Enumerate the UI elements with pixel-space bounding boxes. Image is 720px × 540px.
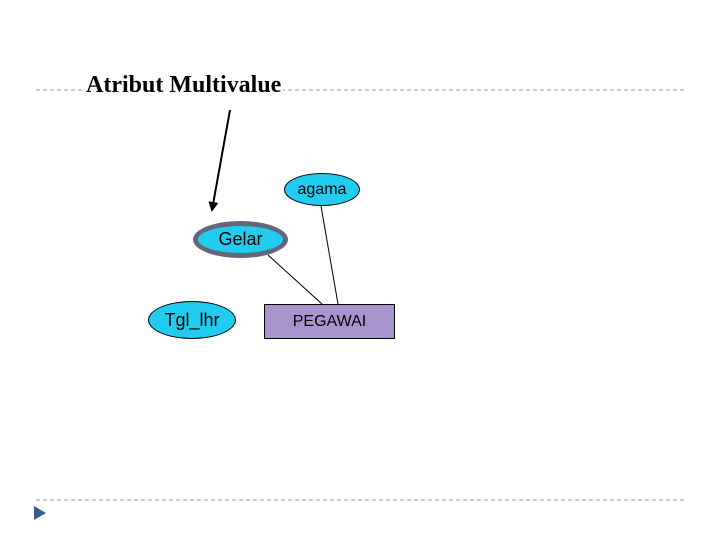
multivalue-attribute-gelar[interactable]: Gelar — [193, 221, 288, 258]
arrow-icon — [208, 109, 231, 212]
entity-pegawai[interactable]: PEGAWAI — [264, 304, 395, 339]
attribute-tgl-lhr[interactable]: Tgl_lhr — [148, 301, 236, 339]
connector-gelar-pegawai — [267, 254, 323, 305]
slide-title: Atribut Multivalue — [84, 72, 284, 99]
attribute-agama[interactable]: agama — [284, 173, 360, 206]
connector-agama-pegawai — [320, 205, 339, 305]
